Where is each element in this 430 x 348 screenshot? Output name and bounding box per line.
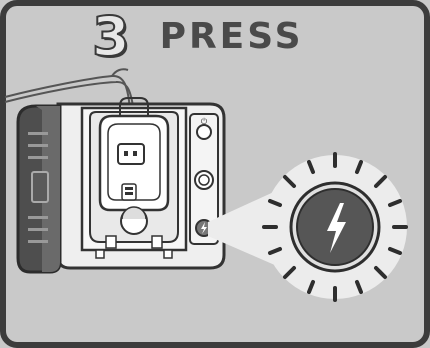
lightning-bolt-icon [327,203,346,253]
shock-button [289,181,381,273]
step-number: 3 [91,5,131,68]
step-heading: 3 PRESS [91,2,362,72]
pad-connector-plug [117,143,145,165]
aed-device: ⏻ [56,97,226,270]
device-handle [16,104,62,274]
power-button [196,124,212,140]
svg-text:⏻: ⏻ [201,117,208,126]
info-button [194,170,214,190]
electrode-cable [4,68,135,113]
step-action: PRESS [159,16,304,57]
light-rays-icon [262,152,408,302]
